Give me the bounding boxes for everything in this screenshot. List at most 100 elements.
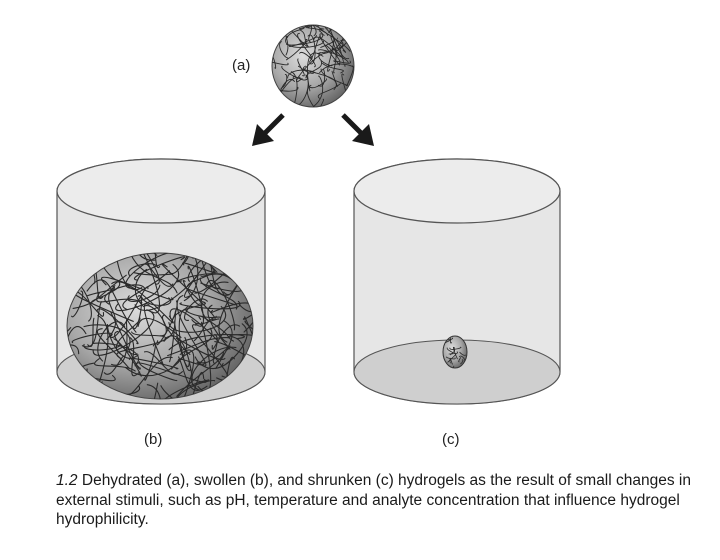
polymer-fiber: [96, 328, 130, 369]
polymer-fiber: [132, 253, 156, 261]
polymer-fiber: [104, 284, 146, 305]
polymer-fiber: [459, 355, 466, 362]
label-c: (c): [442, 431, 460, 448]
polymer-fiber: [299, 51, 316, 68]
polymer-fiber: [244, 320, 253, 339]
polymer-fiber: [191, 318, 220, 325]
polymer-fiber: [238, 303, 253, 315]
polymer-fiber: [307, 52, 324, 92]
polymer-fiber: [144, 343, 156, 381]
polymer-fiber: [318, 49, 349, 64]
polymer-fiber: [329, 25, 354, 32]
label-b: (b): [144, 431, 162, 448]
polymer-fiber: [286, 30, 324, 46]
polymer-fiber: [164, 253, 190, 265]
polymer-fiber: [77, 253, 104, 300]
polymer-fiber: [111, 281, 174, 324]
polymer-fiber: [325, 27, 346, 53]
polymer-fiber: [319, 63, 354, 74]
polymer-fiber: [320, 68, 348, 86]
polymer-fiber: [279, 41, 289, 59]
polymer-fiber: [446, 347, 454, 353]
polymer-fiber: [341, 25, 354, 41]
polymer-fiber: [313, 75, 324, 107]
polymer-fiber: [183, 280, 200, 305]
polymer-fiber: [124, 336, 188, 377]
polymer-fiber: [449, 346, 462, 350]
polymer-fiber: [459, 351, 467, 356]
polymer-fiber: [155, 379, 210, 399]
arrow-to-shrunken: [341, 113, 374, 146]
polymer-fiber: [86, 279, 137, 333]
polymer-fiber: [83, 324, 131, 349]
polymer-fiber: [143, 351, 183, 375]
hydrogel-dehydrated: [271, 24, 355, 108]
polymer-fiber: [72, 332, 113, 344]
polymer-fiber: [272, 51, 277, 69]
polymer-fiber: [299, 25, 319, 30]
polymer-fiber: [333, 60, 351, 64]
polymer-fiber: [205, 280, 235, 331]
polymer-fiber: [297, 58, 305, 77]
polymer-fiber: [176, 294, 207, 367]
polymer-fiber: [243, 289, 253, 333]
polymer-fiber: [244, 316, 253, 378]
polymer-fiber: [187, 268, 215, 287]
polymer-fiber: [71, 290, 84, 318]
polymer-fiber: [306, 25, 320, 28]
polymer-fiber: [169, 349, 195, 399]
polymer-fiber: [168, 253, 199, 275]
polymer-fiber: [67, 362, 95, 399]
polymer-fiber: [193, 316, 221, 342]
polymer-network-c: [443, 336, 467, 368]
polymer-fiber: [101, 276, 174, 301]
polymer-fiber: [448, 336, 452, 344]
polymer-fiber: [96, 308, 139, 344]
polymer-fiber: [83, 253, 120, 282]
polymer-fiber: [171, 379, 216, 399]
polymer-fiber: [317, 40, 344, 54]
polymer-fiber: [122, 270, 170, 311]
polymer-fiber: [171, 327, 213, 370]
polymer-fiber: [460, 359, 464, 365]
polymer-fiber: [67, 277, 92, 322]
polymer-fiber: [212, 333, 218, 365]
polymer-fiber: [116, 316, 141, 355]
polymer-fiber: [289, 34, 317, 47]
polymer-fiber: [146, 384, 175, 399]
polymer-fiber: [96, 292, 143, 304]
polymer-fiber: [125, 253, 180, 289]
polymer-fiber: [304, 25, 325, 33]
polymer-fiber: [161, 253, 218, 273]
polymer-fiber: [176, 337, 226, 361]
polymer-fiber: [134, 256, 186, 281]
polymer-fiber: [286, 27, 305, 39]
polymer-fiber: [168, 305, 226, 333]
hydrogel-shrunken: [442, 335, 468, 369]
polymer-fiber: [275, 25, 308, 47]
polymer-fiber: [272, 61, 289, 66]
polymer-fiber: [451, 365, 455, 368]
polymer-fiber: [184, 253, 223, 298]
polymer-fiber: [458, 357, 461, 363]
polymer-fiber: [131, 253, 160, 285]
polymer-fiber: [321, 62, 344, 74]
polymer-fiber: [307, 34, 316, 64]
polymer-fiber: [160, 385, 199, 399]
polymer-fiber: [242, 268, 253, 320]
polymer-fiber: [183, 298, 208, 321]
polymer-fiber: [135, 362, 207, 383]
polymer-fiber: [75, 294, 134, 322]
polymer-fiber: [167, 337, 231, 357]
caption-figure-number: 1.2: [56, 472, 78, 489]
polymer-fiber: [340, 38, 354, 43]
polymer-fiber: [210, 302, 253, 313]
polymer-fiber: [317, 83, 341, 99]
polymer-fiber: [67, 253, 96, 285]
polymer-fiber: [161, 314, 191, 355]
polymer-fiber: [128, 382, 159, 399]
polymer-fiber: [285, 35, 324, 48]
figure-caption: 1.2 Dehydrated (a), swollen (b), and shr…: [56, 471, 696, 530]
caption-text: Dehydrated (a), swollen (b), and shrunke…: [56, 472, 691, 528]
polymer-fiber: [200, 273, 233, 280]
